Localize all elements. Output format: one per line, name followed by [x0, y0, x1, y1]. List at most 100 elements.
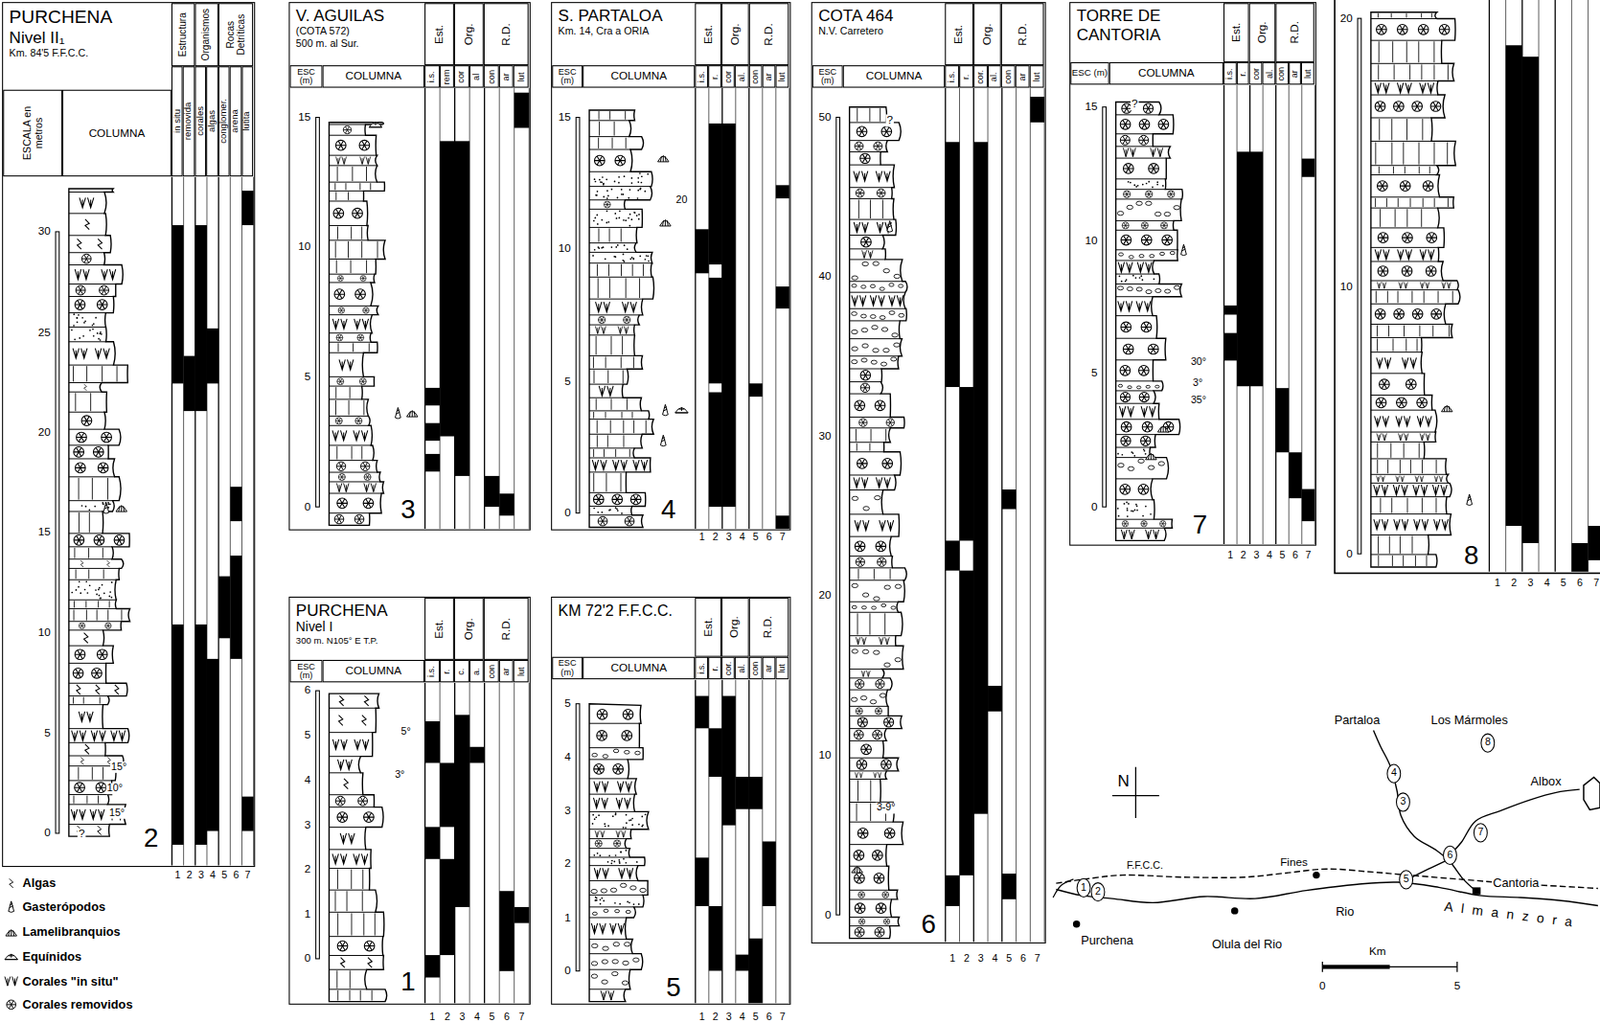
sand-dot	[631, 818, 634, 821]
symbol-stroke	[1419, 82, 1435, 93]
limestone-tick	[1418, 442, 1420, 458]
symbol-stroke	[1120, 529, 1135, 540]
coral-circle	[363, 498, 374, 509]
sand-dot	[616, 217, 618, 220]
limestone-tick	[639, 277, 640, 298]
bed-line	[849, 355, 899, 357]
bed-line	[328, 305, 370, 307]
symbol-stroke	[105, 623, 112, 629]
symbol-stroke	[854, 873, 866, 883]
sand-dot	[624, 219, 627, 222]
limestone-tick	[631, 411, 633, 419]
limestone-tick	[1402, 141, 1404, 164]
symbol-stroke	[74, 463, 86, 473]
coralI-symbol	[1417, 415, 1432, 427]
bed-line	[68, 341, 107, 343]
symbol-stroke	[111, 731, 126, 742]
algae-symbol	[339, 695, 343, 707]
sand-dot	[602, 183, 605, 186]
symbol-stroke	[854, 142, 864, 151]
bed-line	[68, 579, 116, 581]
header-cell: ar	[761, 65, 776, 88]
coral-circle	[1138, 484, 1149, 496]
symbol-stroke	[355, 290, 366, 299]
town-shape	[1583, 777, 1600, 810]
grid-line	[1249, 85, 1251, 545]
bed-line	[589, 324, 635, 326]
gastro-symbol	[1466, 494, 1473, 505]
coral-circle	[335, 796, 345, 806]
symbol-stroke	[1376, 281, 1387, 289]
limestone-tick	[603, 449, 605, 458]
symbol-stroke	[873, 142, 883, 151]
symbol-stroke	[90, 809, 105, 821]
header-cell: cor	[721, 65, 735, 88]
bed-line	[589, 314, 640, 316]
bed-line	[849, 416, 892, 418]
pebble	[1147, 465, 1154, 470]
limestone-tick	[91, 478, 93, 501]
limestone-tick	[1376, 339, 1378, 352]
coral-removed-symbol	[1426, 232, 1438, 244]
sand-dot	[592, 254, 595, 257]
sand-dot	[1126, 509, 1129, 512]
symbol-stroke	[616, 798, 631, 809]
bed-line	[68, 251, 105, 253]
limestone-tick	[365, 260, 367, 275]
limestone-tick	[857, 569, 859, 580]
sand-dot	[1127, 502, 1130, 505]
limestone-tick	[1379, 498, 1381, 514]
symbol-stroke	[1419, 249, 1435, 260]
bed-line	[68, 296, 114, 298]
header-cell: con	[483, 660, 500, 683]
symbol-stroke	[352, 208, 364, 218]
limestone-tick	[73, 600, 75, 608]
sand-dot	[78, 337, 81, 340]
sand-dot	[617, 182, 620, 184]
coral-removed-symbol	[74, 299, 86, 311]
coralI-symbol	[869, 295, 885, 306]
limestone-tick	[1425, 555, 1427, 567]
sand-dot	[1147, 181, 1150, 183]
symbol-stroke	[368, 121, 382, 128]
lithology-column	[849, 107, 908, 939]
coral-removed-symbol	[337, 378, 344, 386]
sand-dot	[99, 339, 102, 342]
bed-line	[849, 601, 899, 603]
coralI-symbol	[1374, 415, 1390, 427]
symbol-stroke	[97, 238, 102, 250]
coral-removed-symbol	[874, 927, 885, 938]
lithology-column	[328, 122, 386, 526]
symbol-stroke	[869, 295, 885, 306]
symbol-stroke	[861, 745, 872, 755]
symbol-stroke	[630, 495, 641, 504]
header-text: Est.	[433, 4, 445, 64]
limestone-tick	[75, 569, 77, 579]
symbol-stroke	[1417, 415, 1432, 427]
symbol-stroke	[1376, 476, 1386, 482]
limestone-tick	[622, 434, 624, 447]
sand-dot	[603, 822, 606, 825]
bed-line	[849, 248, 884, 250]
pebble	[1127, 386, 1132, 389]
bed-line	[849, 778, 881, 780]
panel-title: V. AGUILAS	[296, 6, 419, 26]
coral-circle	[1439, 24, 1450, 36]
limestone-tick	[632, 264, 634, 276]
coral-removed-symbol	[363, 307, 369, 314]
symbol-stroke	[336, 335, 343, 342]
data-bar	[425, 454, 441, 472]
limestone-tick	[890, 569, 892, 580]
grid-line	[734, 88, 736, 529]
bed-line	[589, 723, 640, 725]
symbol-stroke	[339, 715, 343, 727]
coral-removed-symbol	[1161, 222, 1168, 229]
sand-dot	[638, 213, 640, 216]
limestone-tick	[336, 446, 338, 460]
coral-removed-symbol	[855, 557, 865, 567]
bed-line	[1371, 496, 1447, 498]
symbol-stroke	[394, 407, 401, 418]
symbol-stroke	[1118, 262, 1133, 274]
gastro-symbol	[103, 502, 110, 514]
